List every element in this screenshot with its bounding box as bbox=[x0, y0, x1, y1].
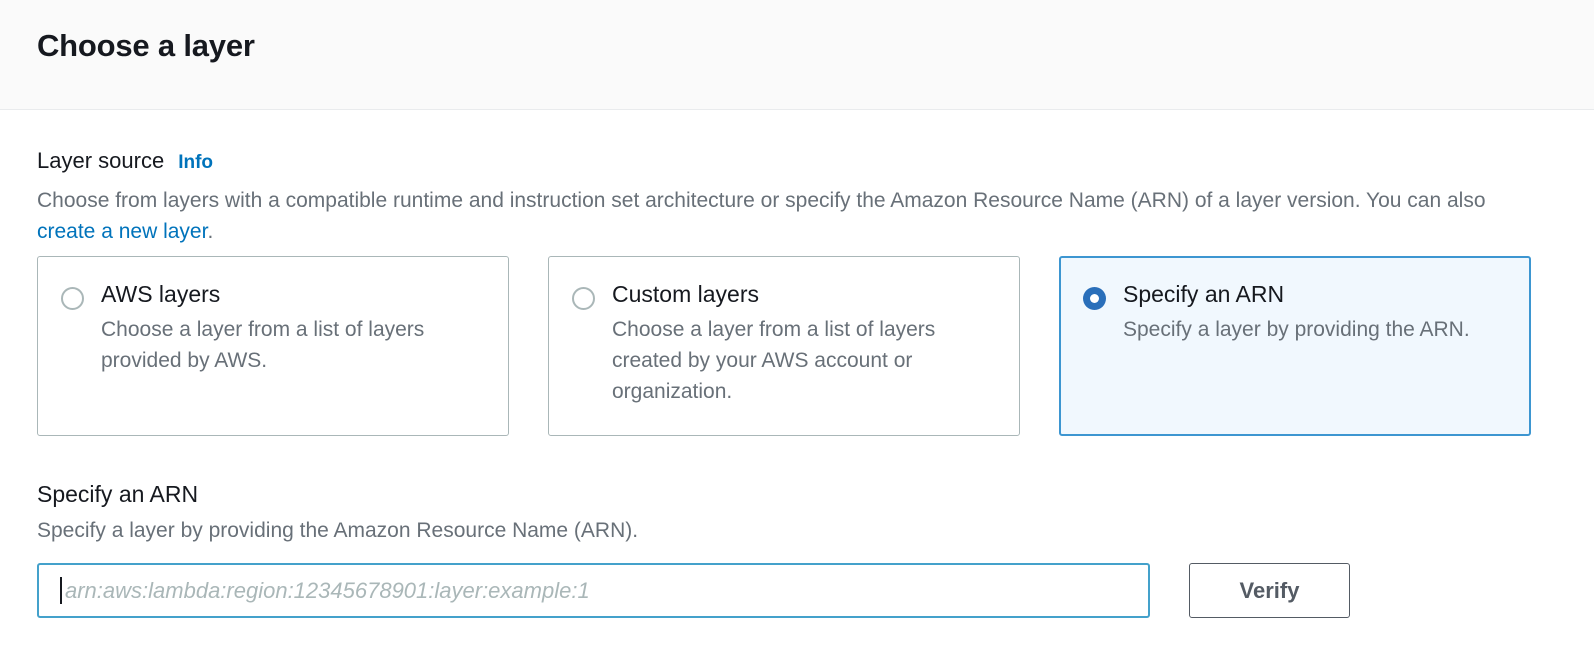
modal-header: Choose a layer bbox=[0, 0, 1594, 110]
page-title: Choose a layer bbox=[37, 28, 255, 63]
specify-arn-description: Specify a layer by providing the Amazon … bbox=[37, 519, 639, 542]
option-tile-custom-layers-text: Custom layers Choose a layer from a list… bbox=[612, 279, 995, 407]
option-tile-custom-layers[interactable]: Custom layers Choose a layer from a list… bbox=[548, 256, 1020, 436]
layer-source-label-row: Layer source Info bbox=[37, 147, 1557, 176]
specify-arn-heading: Specify an ARN bbox=[37, 481, 199, 507]
layer-source-description: Choose from layers with a compatible run… bbox=[37, 185, 1497, 247]
option-tile-aws-layers-text: AWS layers Choose a layer from a list of… bbox=[101, 279, 484, 376]
layer-source-field: Layer source Info Choose from layers wit… bbox=[37, 147, 1557, 247]
layer-source-description-text-1: Choose from layers with a compatible run… bbox=[37, 189, 1486, 212]
text-caret bbox=[60, 577, 62, 604]
option-tile-custom-layers-inner: Custom layers Choose a layer from a list… bbox=[572, 279, 995, 407]
modal-body: Layer source Info Choose from layers wit… bbox=[0, 111, 1594, 666]
arn-input-placeholder: arn:aws:lambda:region:12345678901:layer:… bbox=[65, 577, 590, 603]
create-a-new-layer-link[interactable]: create a new layer bbox=[37, 220, 208, 243]
radio-icon-aws-layers[interactable] bbox=[61, 287, 84, 310]
layer-source-options: AWS layers Choose a layer from a list of… bbox=[37, 256, 1557, 436]
radio-icon-custom-layers[interactable] bbox=[572, 287, 595, 310]
option-tile-aws-layers[interactable]: AWS layers Choose a layer from a list of… bbox=[37, 256, 509, 436]
option-tile-specify-an-arn-inner: Specify an ARN Specify a layer by provid… bbox=[1083, 279, 1506, 345]
option-title-custom-layers: Custom layers bbox=[612, 281, 759, 307]
option-description-custom-layers: Choose a layer from a list of layers cre… bbox=[612, 318, 936, 403]
info-link[interactable]: Info bbox=[178, 152, 214, 173]
layer-source-description-text-2: . bbox=[207, 220, 214, 243]
radio-icon-specify-an-arn[interactable] bbox=[1083, 287, 1106, 310]
verify-button[interactable]: Verify bbox=[1189, 563, 1350, 618]
arn-input[interactable]: arn:aws:lambda:region:12345678901:layer:… bbox=[37, 563, 1150, 618]
layer-source-label: Layer source bbox=[37, 148, 165, 173]
specify-arn-input-row: arn:aws:lambda:region:12345678901:layer:… bbox=[37, 563, 1557, 618]
option-tile-specify-an-arn[interactable]: Specify an ARN Specify a layer by provid… bbox=[1059, 256, 1531, 436]
specify-arn-section: Specify an ARN Specify a layer by provid… bbox=[37, 479, 1557, 618]
option-description-aws-layers: Choose a layer from a list of layers pro… bbox=[101, 318, 425, 372]
option-tile-aws-layers-inner: AWS layers Choose a layer from a list of… bbox=[61, 279, 484, 376]
option-title-specify-an-arn: Specify an ARN bbox=[1123, 281, 1285, 307]
option-tile-specify-an-arn-text: Specify an ARN Specify a layer by provid… bbox=[1123, 279, 1506, 345]
option-description-specify-an-arn: Specify a layer by providing the ARN. bbox=[1123, 318, 1470, 341]
option-title-aws-layers: AWS layers bbox=[101, 281, 221, 307]
